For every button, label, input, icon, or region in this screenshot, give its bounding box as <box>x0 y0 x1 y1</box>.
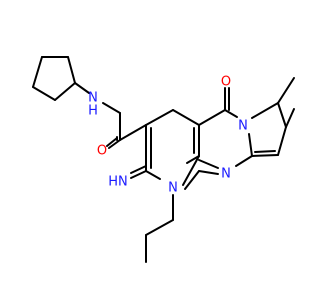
amide-nitrogen-label: N <box>88 91 98 106</box>
bond <box>277 126 287 156</box>
bond <box>184 170 200 190</box>
bond <box>198 109 226 126</box>
bond <box>32 56 43 88</box>
bond <box>248 133 253 157</box>
bond <box>198 170 219 175</box>
carbonyl-oxygen-label: O <box>221 75 231 90</box>
bridge-nitrogen-label: N <box>238 119 248 134</box>
bond <box>182 155 200 186</box>
bond <box>108 139 121 149</box>
bond <box>130 170 147 179</box>
bond <box>145 219 174 236</box>
bond <box>254 150 276 153</box>
cyclopentyl-ring <box>32 56 76 101</box>
bond <box>106 137 118 147</box>
bond <box>198 159 219 169</box>
pyrimidine-nitrogen-label: N <box>221 167 231 182</box>
bond <box>119 124 147 141</box>
bond <box>67 56 76 84</box>
bond <box>224 109 238 118</box>
molecule-structure: N H O HN N N N O <box>32 56 295 263</box>
bond <box>32 86 56 101</box>
bond <box>130 165 147 174</box>
bond <box>235 155 253 167</box>
amide-hydrogen-label: H <box>88 104 98 119</box>
bond <box>277 102 287 128</box>
bond <box>186 155 200 164</box>
amide-oxygen-label: O <box>97 144 107 159</box>
propyl-nitrogen-label: N <box>168 181 178 196</box>
bond <box>251 154 279 157</box>
imine-nh-label: HN <box>108 175 128 190</box>
bond <box>145 109 174 126</box>
bond <box>172 109 200 126</box>
bond <box>74 82 90 94</box>
bond <box>145 170 161 180</box>
bond <box>54 82 76 101</box>
bond <box>277 77 295 104</box>
bond <box>102 102 121 114</box>
bond <box>251 102 279 119</box>
bond <box>285 108 295 128</box>
